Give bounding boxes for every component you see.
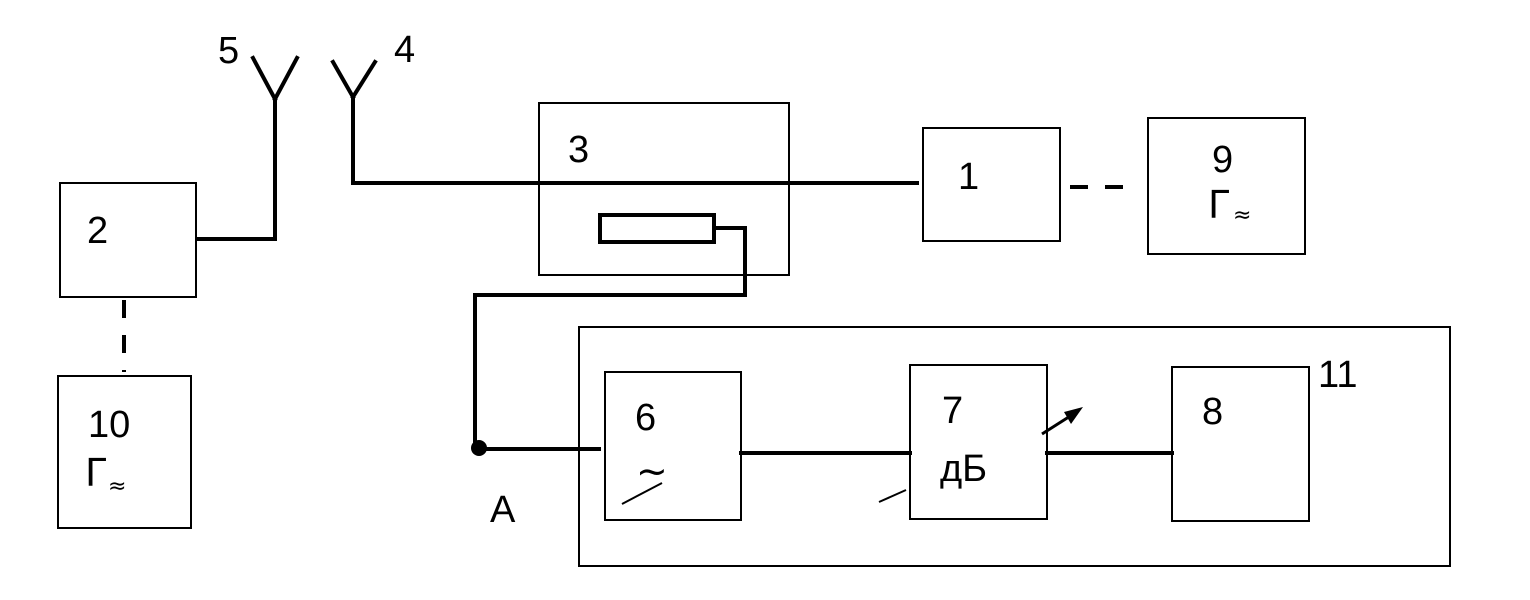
block-6-label: 6 <box>635 397 656 439</box>
block-2-frame <box>59 182 197 298</box>
antenna-5-icon <box>250 55 300 241</box>
block-10-frame <box>57 375 192 529</box>
block-7-adjust-arrow-head <box>1064 407 1083 424</box>
block-7-tick-mark <box>878 489 907 503</box>
block-2-label: 2 <box>87 210 108 252</box>
node-a-label: А <box>490 489 516 531</box>
antenna-4-icon <box>330 59 378 185</box>
block-6-tilde-symbol: ~ <box>636 449 668 493</box>
block-1-label: 1 <box>958 156 979 198</box>
block-7-frame <box>909 364 1048 520</box>
block-6-slash-mark <box>621 482 663 505</box>
block-7-unit: дБ <box>940 448 987 490</box>
block-9-generator-symbol: Г <box>1208 183 1231 227</box>
wire-coupler-to-node-a <box>473 226 747 449</box>
antenna-4-label: 4 <box>394 29 415 71</box>
block-10-approx-sign: ≈ <box>108 474 126 499</box>
block-8-frame <box>1171 366 1310 522</box>
block-11-label: 11 <box>1318 354 1357 396</box>
block-10-label: 10 <box>88 404 130 446</box>
block-9-approx-sign: ≈ <box>1233 203 1251 228</box>
node-a-dot <box>471 440 487 456</box>
block-9-label: 9 <box>1212 139 1233 181</box>
block-3-coupler-element <box>598 213 716 244</box>
block-8-label: 8 <box>1202 391 1223 433</box>
block-3-frame <box>538 102 790 276</box>
block-7-label: 7 <box>942 390 963 432</box>
block-1-frame <box>922 127 1061 242</box>
block-10-generator-symbol: Г <box>85 451 108 495</box>
block-6-frame <box>604 371 742 521</box>
block-3-label: 3 <box>568 129 589 171</box>
antenna-5-label: 5 <box>218 30 239 72</box>
block-9-frame <box>1147 117 1306 255</box>
